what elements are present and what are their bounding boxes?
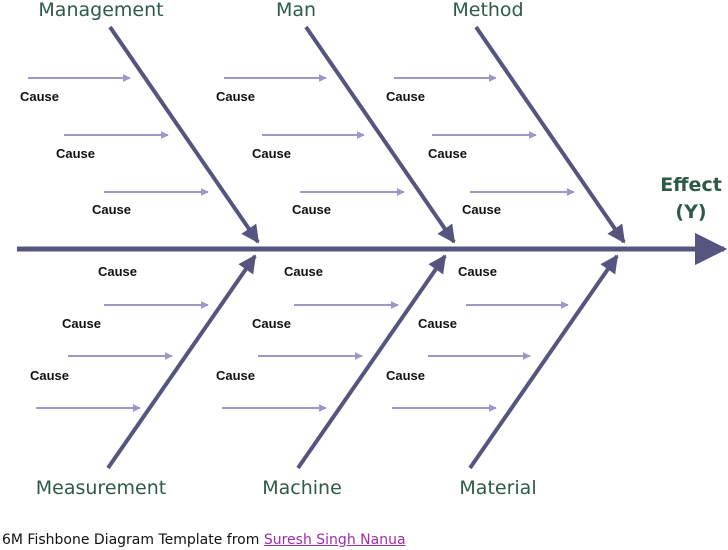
cause-label: Cause [252,316,291,331]
cause-label: Cause [284,264,323,279]
bone-material [468,254,619,470]
category-material: Material [459,477,536,499]
cause-label: Cause [56,146,95,161]
effect-label-y: (Y) [675,201,706,223]
cause-label: Cause [98,264,137,279]
author-link[interactable]: Suresh Singh Nanua [263,532,406,548]
effect-label: Effect [660,174,722,196]
cause-label: Cause [216,89,255,104]
category-measurement: Measurement [36,477,166,499]
bone-machine [296,254,447,470]
cause-label: Cause [292,202,331,217]
cause-label: Cause [252,146,291,161]
footer-text: 6M Fishbone Diagram Template from [2,532,264,548]
category-man: Man [276,0,316,21]
footer-credit: 6M Fishbone Diagram Template from Suresh… [2,532,406,548]
cause-label: Cause [462,202,501,217]
cause-label: Cause [216,368,255,383]
cause-label: Cause [386,368,425,383]
cause-label: Cause [62,316,101,331]
bone-measurement [106,254,257,470]
cause-label: Cause [20,89,59,104]
category-method: Method [452,0,523,21]
cause-label: Cause [386,89,425,104]
bone-man [304,25,456,244]
cause-label: Cause [418,316,457,331]
cause-label: Cause [428,146,467,161]
cause-label: Cause [30,368,69,383]
bone-method [474,25,626,244]
category-management: Management [38,0,163,21]
category-machine: Machine [262,477,342,499]
cause-label: Cause [92,202,131,217]
cause-label: Cause [458,264,497,279]
bone-management [108,25,260,244]
